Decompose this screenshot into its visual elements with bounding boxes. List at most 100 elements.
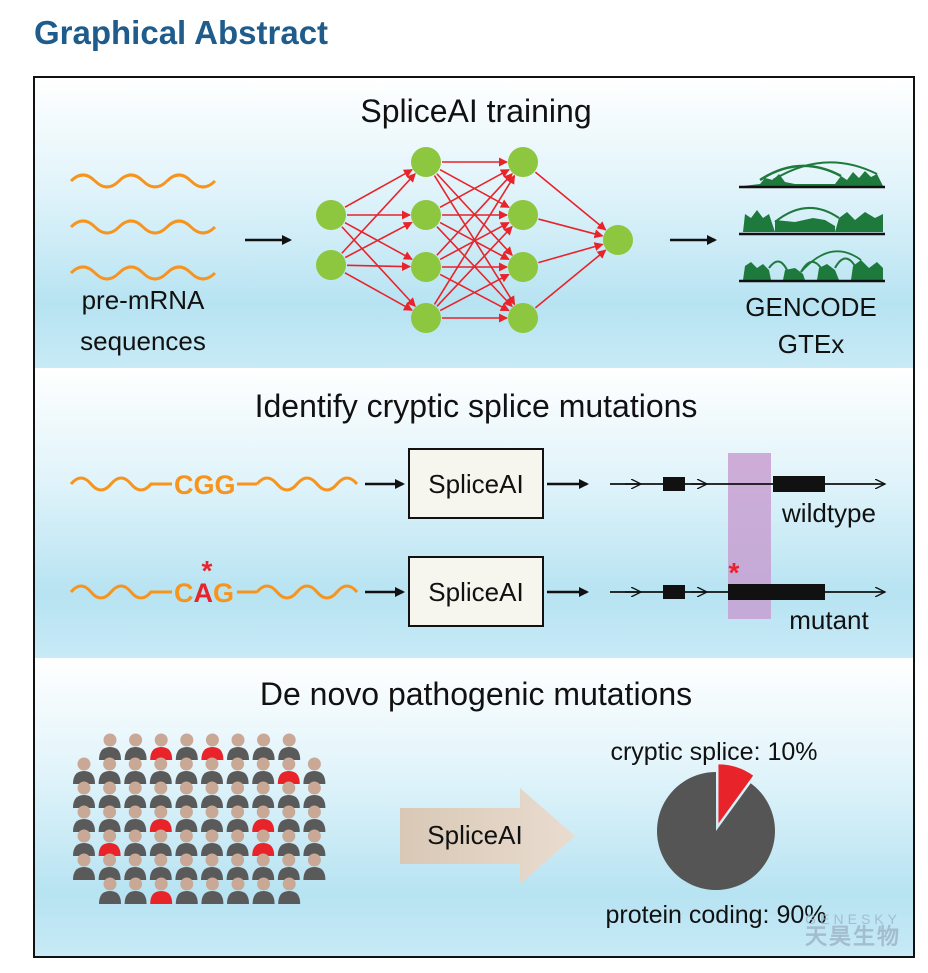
- patient-icon-affected: [150, 877, 173, 904]
- network-edge: [344, 221, 413, 261]
- network-edge: [534, 171, 607, 231]
- mutation-star-transcript: *: [729, 557, 740, 588]
- network-edge: [436, 225, 513, 307]
- patient-icon: [124, 853, 147, 880]
- patient-icon: [201, 757, 223, 784]
- patient-icon: [124, 829, 147, 856]
- patient-icon-affected: [149, 805, 172, 832]
- exon-1: [663, 585, 685, 599]
- network-edge: [538, 218, 604, 239]
- patient-icon: [201, 853, 223, 880]
- patient-icon: [277, 805, 300, 832]
- wildtype-label: wildtype: [781, 498, 876, 528]
- patient-icon: [252, 733, 275, 760]
- patient-icon: [201, 805, 223, 832]
- input-label-line2: sequences: [80, 326, 206, 356]
- patient-icon: [73, 829, 95, 856]
- patient-icon-affected: [252, 829, 275, 856]
- patient-icon-affected: [98, 829, 121, 856]
- patient-icon: [226, 829, 249, 856]
- patient-icon: [98, 853, 121, 880]
- abstract-frame: SpliceAI training pre-mRNA sequences: [33, 76, 915, 958]
- patient-icon: [124, 733, 147, 760]
- patient-icon: [124, 781, 147, 808]
- exon-2: [773, 476, 825, 492]
- output-label-line1: GENCODE: [745, 292, 876, 322]
- patient-cohort: [73, 733, 326, 904]
- model-box-wildtype: [408, 448, 544, 519]
- wave-icon: [69, 584, 153, 600]
- splice-track-2: [739, 206, 885, 236]
- wave-icon: [255, 476, 359, 492]
- pie-slice-cryptic-splice: [718, 764, 754, 824]
- patient-icon: [227, 877, 249, 904]
- watermark-line2: 天昊生物: [804, 924, 901, 949]
- patient-icon: [73, 853, 95, 880]
- neural-network-edges: [341, 157, 607, 323]
- patient-icon: [149, 757, 172, 784]
- pie-label-protein: protein coding: 90%: [606, 901, 827, 929]
- patient-icon: [303, 757, 326, 784]
- patient-icon: [99, 733, 121, 760]
- transcript-mutant: [610, 584, 885, 600]
- pre-mrna-waves: [69, 173, 217, 281]
- patient-icon: [277, 853, 300, 880]
- mutation-star: *: [202, 555, 213, 586]
- patient-icon: [73, 805, 95, 832]
- patient-icon: [149, 781, 172, 808]
- input-label-line1: pre-mRNA: [82, 285, 205, 315]
- patient-icon: [124, 877, 147, 904]
- network-edge: [346, 261, 412, 271]
- model-box-mutant: [408, 556, 544, 627]
- patient-icon: [277, 829, 300, 856]
- neuron-node: [316, 250, 346, 280]
- section-title-cryptic: Identify cryptic splice mutations: [255, 388, 698, 424]
- patient-icon: [98, 805, 121, 832]
- patient-icon: [303, 853, 326, 880]
- patient-icon: [175, 733, 198, 760]
- section-title-training: SpliceAI training: [360, 93, 591, 129]
- mutant-codon: CAG: [174, 578, 234, 608]
- neuron-node: [411, 200, 441, 230]
- exon-1: [663, 477, 685, 491]
- network-edge: [436, 173, 513, 256]
- splice-tracks: [739, 161, 885, 283]
- patient-icon-affected: [252, 805, 275, 832]
- patient-icon: [252, 757, 275, 784]
- network-edge: [538, 242, 604, 264]
- patient-icon: [201, 829, 223, 856]
- neuron-node: [411, 252, 441, 282]
- patient-icon: [226, 805, 249, 832]
- output-label-line2: GTEx: [778, 329, 844, 359]
- patient-icon: [124, 805, 147, 832]
- neural-network-nodes: [316, 147, 633, 333]
- abstract-diagram: SpliceAI training pre-mRNA sequences: [69, 93, 913, 929]
- neuron-node: [508, 303, 538, 333]
- splice-track-1: [739, 161, 885, 189]
- patient-icon: [175, 853, 198, 880]
- patient-icon: [252, 781, 275, 808]
- wave-icon: [69, 265, 217, 281]
- patient-icon: [303, 805, 326, 832]
- neuron-node: [508, 252, 538, 282]
- patient-icon: [201, 781, 223, 808]
- splice-track-3: [739, 250, 885, 283]
- network-edge: [344, 221, 413, 259]
- patient-icon: [252, 877, 275, 904]
- wildtype-codon: CGG: [174, 470, 236, 500]
- section-title-denovo: De novo pathogenic mutations: [260, 676, 692, 712]
- big-arrow-label: SpliceAI: [427, 820, 522, 850]
- wave-icon: [69, 219, 217, 235]
- patient-icon: [149, 829, 172, 856]
- network-edge: [433, 174, 516, 305]
- patient-icon: [73, 757, 95, 784]
- network-edge: [344, 169, 413, 208]
- patient-icon: [98, 757, 121, 784]
- patient-icon: [175, 829, 198, 856]
- patient-icon: [175, 781, 198, 808]
- patient-icon: [98, 781, 121, 808]
- transcript-wildtype: [610, 476, 885, 492]
- pie-label-cryptic: cryptic splice: 10%: [610, 738, 817, 766]
- patient-icon: [201, 877, 224, 904]
- patient-icon: [124, 757, 147, 784]
